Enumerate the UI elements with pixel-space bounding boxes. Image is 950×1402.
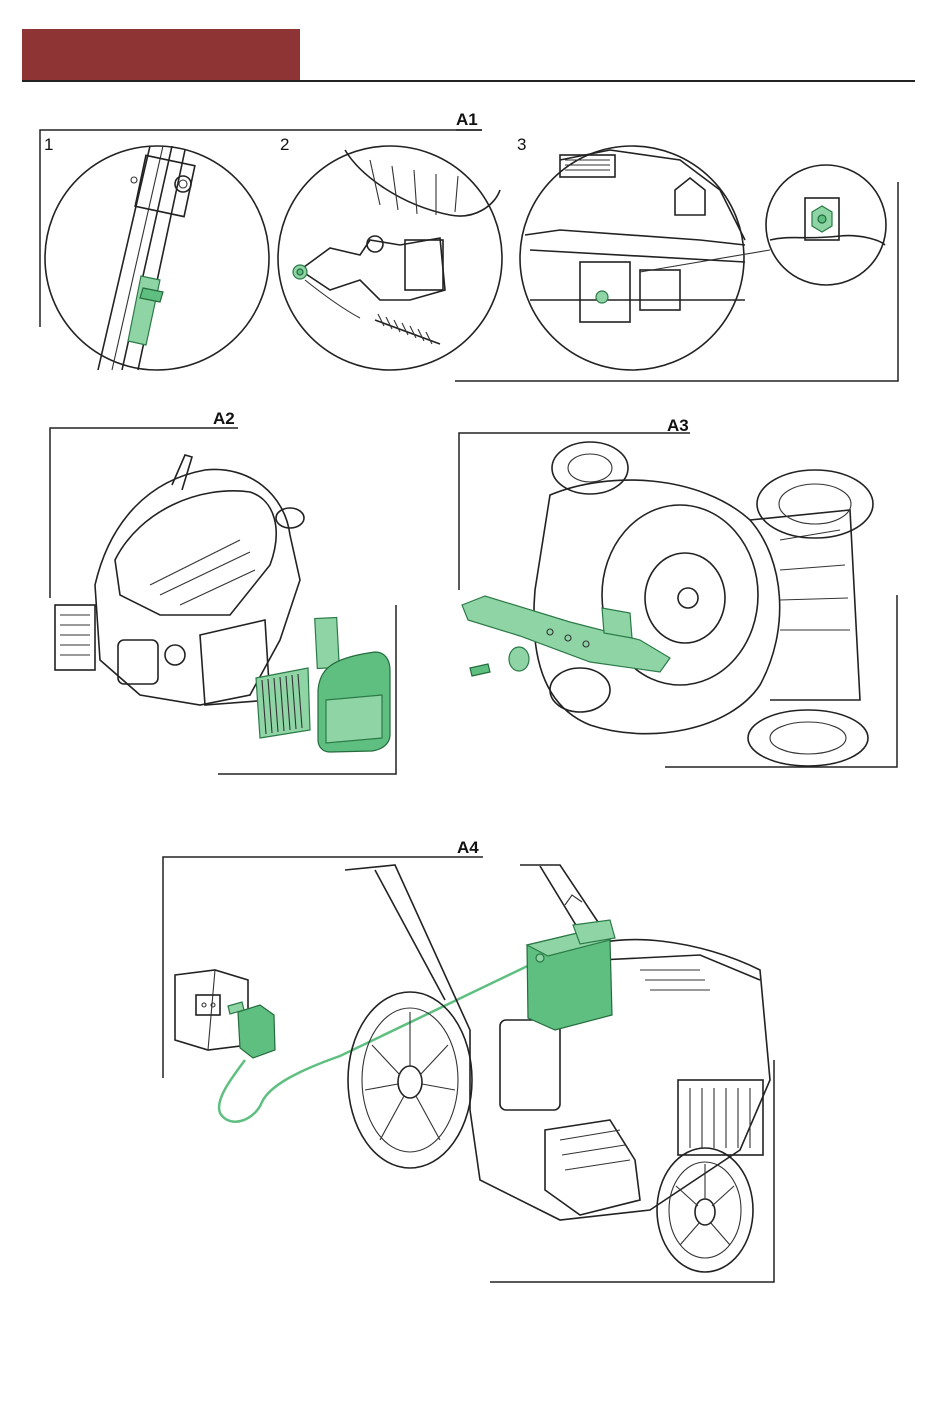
- figure-a2: A2: [0, 400, 475, 790]
- foam-prefilter: [315, 617, 340, 668]
- wheel-bottom-right: [748, 710, 868, 766]
- a3-frame-bottom: [665, 595, 897, 767]
- wheel-top-left: [552, 442, 628, 494]
- step-3-illustration: [520, 146, 886, 370]
- mower-wheel-right: [657, 1148, 753, 1272]
- air-filter-parts: [256, 617, 390, 752]
- figure-a2-drawing: [0, 400, 475, 790]
- mower-illustration: [345, 865, 770, 1272]
- figure-a1-drawing: [0, 0, 950, 400]
- a4-frame-top: [163, 857, 483, 1078]
- figure-a1: A1 1 2 3: [0, 0, 950, 400]
- step-1-illustration: [45, 146, 269, 370]
- mower-blade: [462, 596, 670, 672]
- mower-deck-illustration: [462, 442, 873, 766]
- engine-illustration: [55, 455, 304, 705]
- mower-wheel-left: [348, 992, 472, 1168]
- step-2-illustration: [278, 146, 502, 370]
- blade-washer: [509, 647, 529, 671]
- figure-a4-drawing: [0, 830, 950, 1300]
- blade-holder: [602, 608, 632, 638]
- wheel-top-right: [757, 470, 873, 538]
- figure-a3: A3: [440, 400, 950, 790]
- a2-frame-top: [50, 428, 238, 598]
- battery-charger: [219, 960, 540, 1122]
- figure-a3-drawing: [440, 400, 950, 790]
- a4-frame-bottom: [490, 1060, 774, 1282]
- a3-frame-top: [459, 433, 690, 590]
- figure-a4: A4: [0, 830, 950, 1300]
- wheel-bottom-left: [550, 668, 610, 712]
- blade-bolt: [470, 664, 490, 676]
